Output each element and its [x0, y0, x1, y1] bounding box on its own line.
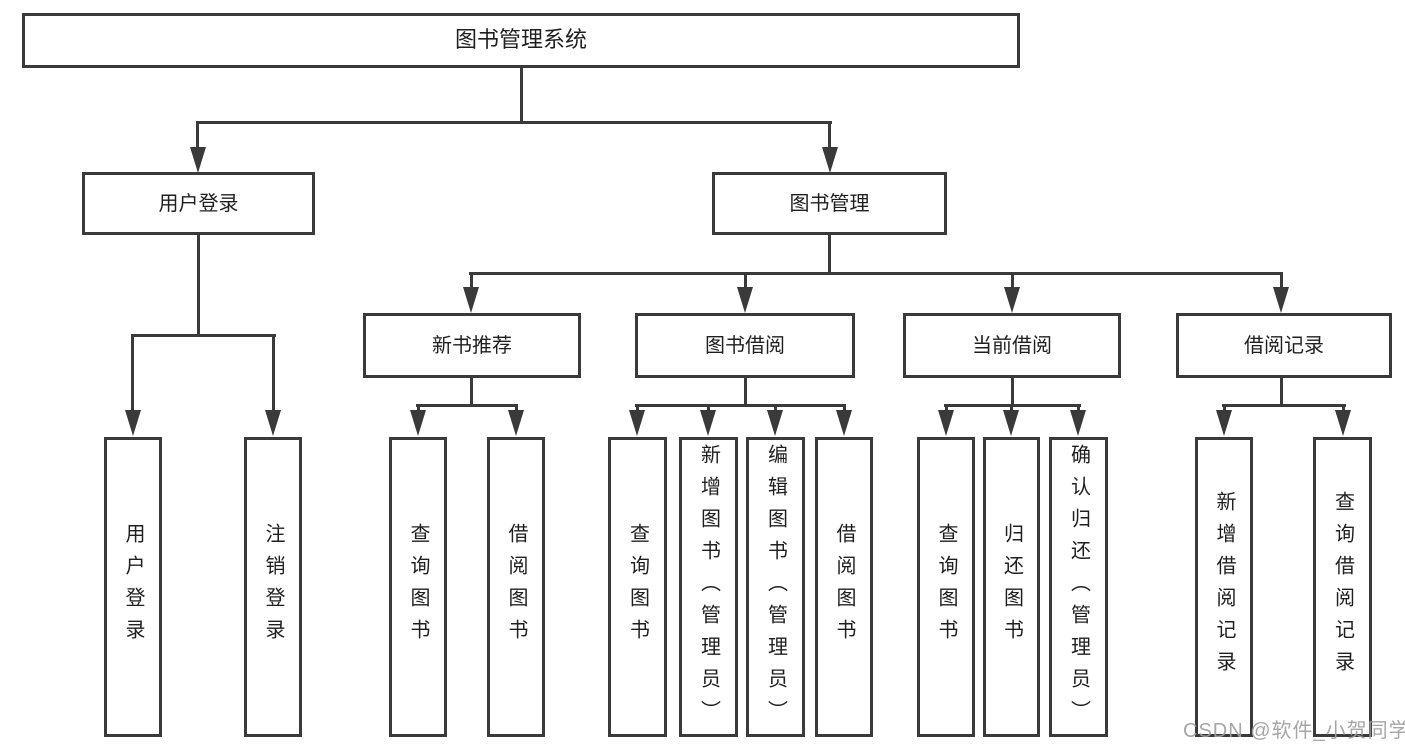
arrowhead-icon — [1003, 410, 1019, 436]
arrowhead-icon — [125, 410, 141, 436]
node-current-borrowing: 当前借阅 — [903, 313, 1121, 378]
connector-line — [197, 233, 200, 337]
connector-line — [1010, 404, 1013, 414]
arrowhead-icon — [737, 287, 753, 313]
connector-line — [417, 404, 420, 414]
connector-line — [635, 404, 846, 407]
arrowhead-icon — [463, 287, 479, 313]
connector-line — [1222, 404, 1346, 407]
node-borrowing-records: 借阅记录 — [1176, 313, 1392, 378]
arrowhead-icon — [836, 410, 852, 436]
connector-line — [1011, 272, 1014, 292]
connector-line — [1011, 376, 1014, 407]
connector-line — [520, 66, 523, 123]
connector-line — [515, 404, 518, 414]
connector-line — [1223, 404, 1226, 414]
arrowhead-icon — [265, 410, 281, 436]
connector-line — [131, 334, 276, 337]
connector-line — [196, 121, 199, 153]
arrowhead-icon — [822, 147, 838, 173]
connector-line — [1280, 376, 1283, 407]
connector-line — [774, 404, 777, 414]
connector-line — [196, 121, 832, 124]
connector-line — [470, 272, 473, 292]
connector-line — [416, 404, 518, 407]
connector-line — [707, 404, 710, 414]
connector-line — [636, 404, 639, 414]
connector-line — [945, 404, 948, 414]
connector-line — [1280, 272, 1283, 292]
leaf-query-books-borrow: 查询图书 — [608, 437, 667, 737]
connector-line — [1342, 404, 1345, 414]
arrowhead-icon — [629, 410, 645, 436]
root-node: 图书管理系统 — [22, 13, 1020, 68]
leaf-return-books: 归还图书 — [983, 437, 1040, 737]
leaf-edit-book-admin: 编辑图书（管理员） — [746, 437, 805, 737]
arrowhead-icon — [508, 410, 524, 436]
leaf-query-books-newrec: 查询图书 — [389, 437, 447, 737]
connector-line — [744, 376, 747, 407]
connector-line — [131, 334, 134, 414]
connector-line — [843, 404, 846, 414]
connector-line — [828, 121, 831, 153]
arrowhead-icon — [767, 410, 783, 436]
watermark: CSDN @软件_小贺同学 — [1183, 720, 1405, 742]
leaf-confirm-return-admin: 确认归还（管理员） — [1049, 437, 1108, 737]
node-user-login: 用户登录 — [82, 172, 315, 235]
node-book-borrowing: 图书借阅 — [635, 313, 855, 378]
leaf-borrow-books-newrec: 借阅图书 — [487, 437, 545, 737]
arrowhead-icon — [700, 410, 716, 436]
leaf-borrow-books-borrow: 借阅图书 — [815, 437, 873, 737]
arrowhead-icon — [1335, 410, 1351, 436]
arrowhead-icon — [190, 147, 206, 173]
connector-line — [1077, 404, 1080, 414]
leaf-logout-login: 注销登录 — [244, 437, 302, 737]
arrowhead-icon — [1216, 410, 1232, 436]
arrowhead-icon — [410, 410, 426, 436]
connector-line — [272, 334, 275, 414]
arrowhead-icon — [1004, 287, 1020, 313]
arrowhead-icon — [1273, 287, 1289, 313]
arrowhead-icon — [1070, 410, 1086, 436]
connector-line — [469, 272, 1283, 275]
connector-line — [744, 272, 747, 292]
leaf-query-books-current: 查询图书 — [917, 437, 975, 737]
connector-line — [470, 376, 473, 407]
leaf-user-login: 用户登录 — [104, 437, 162, 737]
leaf-add-borrow-record: 新增借阅记录 — [1195, 437, 1253, 737]
node-book-management: 图书管理 — [712, 172, 947, 235]
leaf-add-book-admin: 新增图书（管理员） — [679, 437, 738, 737]
leaf-query-borrow-record: 查询借阅记录 — [1313, 437, 1372, 737]
arrowhead-icon — [938, 410, 954, 436]
node-new-book-recommend: 新书推荐 — [363, 313, 581, 378]
connector-line — [828, 235, 831, 275]
